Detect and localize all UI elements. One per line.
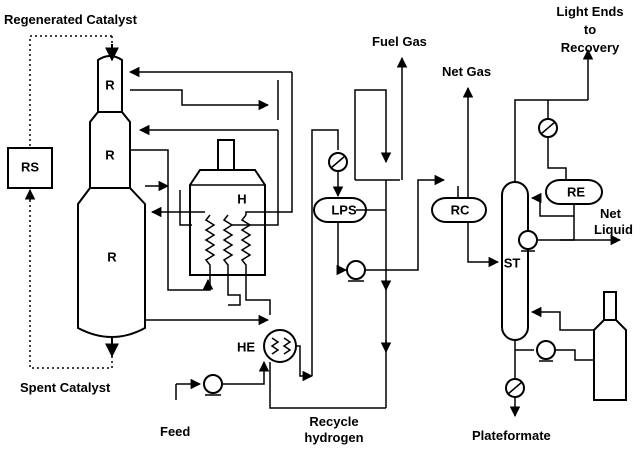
reactor-bottom — [77, 187, 146, 338]
plateformate-label: Plateformate — [472, 428, 551, 443]
heater — [189, 139, 266, 290]
he-label: HE — [237, 339, 255, 354]
net-label: Net — [600, 206, 622, 221]
reboiler-body — [593, 319, 627, 401]
reboiler-stack — [603, 291, 617, 321]
light-ends-recovery-label: Recovery — [561, 40, 620, 55]
he-shell — [263, 329, 297, 363]
stabilizer — [501, 48, 596, 418]
reactor-top-label: R — [105, 77, 115, 92]
light-ends-label: Light Ends — [556, 4, 623, 19]
st-label: ST — [504, 255, 521, 270]
heater-coil-1 — [204, 214, 216, 285]
light-ends-to-label: to — [584, 22, 596, 37]
low-pressure-separator — [311, 129, 446, 376]
net-gas-label: Net Gas — [442, 64, 491, 79]
feed-pump — [175, 360, 270, 400]
fuel-gas-label: Fuel Gas — [372, 34, 427, 49]
reflux-drum — [518, 179, 622, 252]
fuel-gas-line — [354, 56, 408, 181]
rs-box — [7, 147, 53, 189]
hydrogen-label: hydrogen — [304, 430, 363, 445]
reactor-stack — [77, 44, 146, 358]
reboiler — [530, 291, 627, 401]
re-drum — [545, 179, 603, 205]
recontactor — [431, 86, 500, 268]
regeneration-loop — [7, 35, 113, 369]
heater-coil-3 — [240, 214, 252, 290]
re-label: RE — [567, 184, 585, 199]
reactor-heater-piping — [128, 66, 293, 326]
lps-drum — [313, 197, 367, 223]
spent-catalyst-label: Spent Catalyst — [20, 380, 111, 395]
liquid-label: Liquid — [594, 222, 633, 237]
rs-label: RS — [21, 159, 39, 174]
regenerated-catalyst-label: Regenerated Catalyst — [4, 12, 138, 27]
reactor-mid-label: R — [105, 147, 115, 162]
recycle-label: Recycle — [309, 414, 358, 429]
feed-label: Feed — [160, 424, 190, 439]
heater-coil-2 — [222, 214, 234, 285]
heat-exchanger — [263, 329, 386, 409]
heater-label: H — [237, 191, 246, 206]
lps-label: LPS — [331, 202, 357, 217]
reactor-bottom-label: R — [107, 249, 117, 264]
rc-label: RC — [451, 202, 470, 217]
recycle-hydrogen-line — [366, 180, 392, 408]
rc-drum — [431, 197, 487, 223]
heater-stack — [217, 139, 235, 171]
